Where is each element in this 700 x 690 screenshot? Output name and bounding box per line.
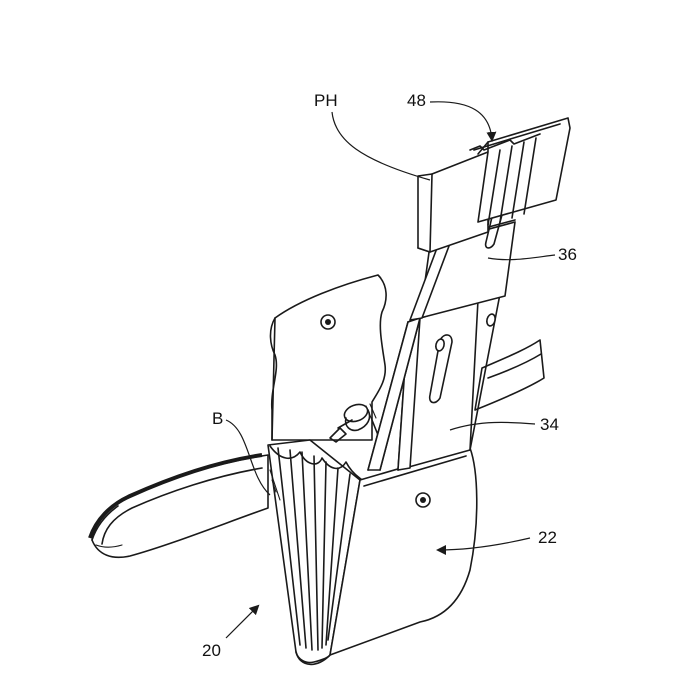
label-34: 34 bbox=[540, 415, 559, 434]
label-20: 20 bbox=[202, 641, 221, 660]
label-22: 22 bbox=[538, 528, 557, 547]
label-36: 36 bbox=[558, 245, 577, 264]
label-ph: PH bbox=[314, 91, 338, 110]
label-b: B bbox=[212, 409, 223, 428]
label-48: 48 bbox=[407, 91, 426, 110]
